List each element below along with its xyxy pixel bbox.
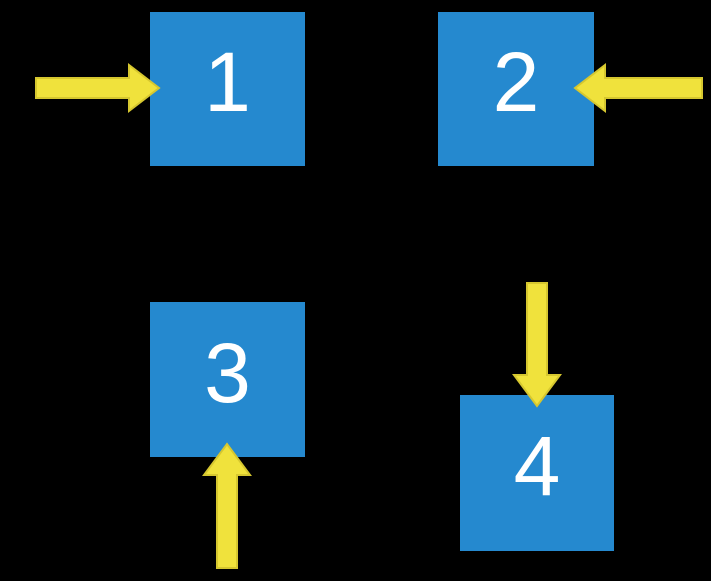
- square-4: 4: [460, 395, 614, 551]
- down-arrow-icon: [512, 282, 562, 408]
- square-2-label: 2: [492, 35, 540, 129]
- up-arrow-icon: [202, 442, 252, 569]
- square-2: 2: [438, 12, 594, 166]
- square-3-label: 3: [204, 325, 251, 420]
- right-arrow-icon: [35, 62, 161, 114]
- square-1: 1: [150, 12, 305, 166]
- square-3: 3: [150, 302, 305, 457]
- left-arrow-icon: [573, 62, 703, 114]
- square-4-label: 4: [513, 419, 561, 513]
- square-1-label: 1: [204, 35, 251, 129]
